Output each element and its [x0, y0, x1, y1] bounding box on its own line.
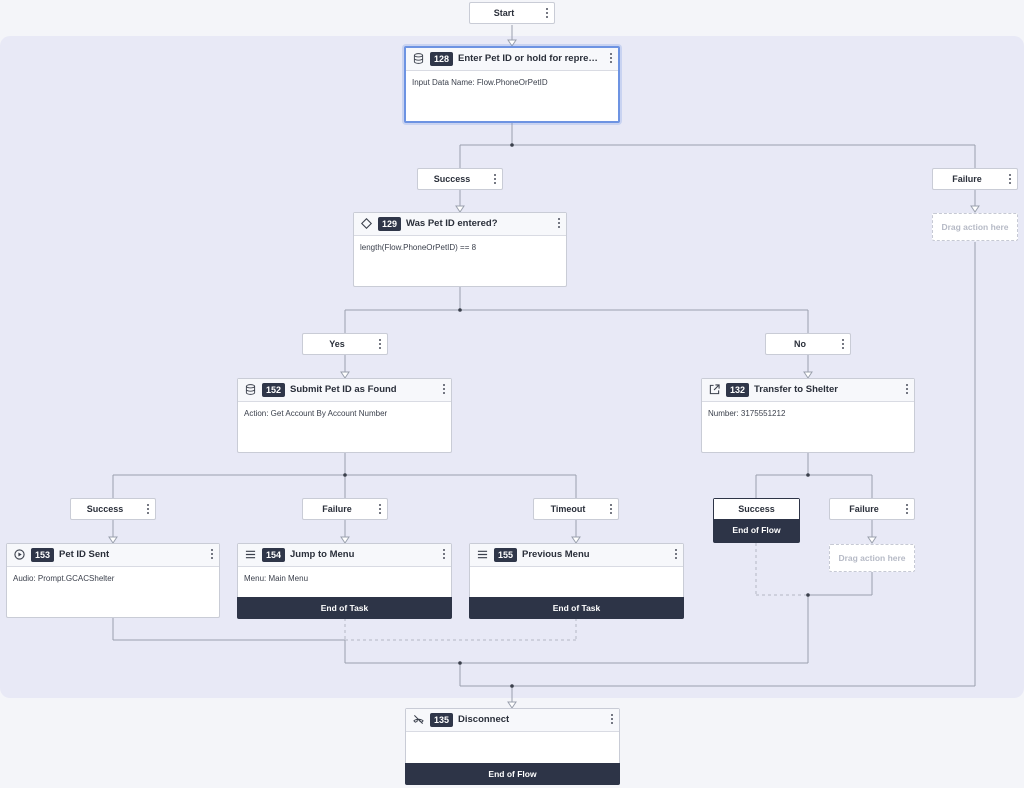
branch-label: Failure: [952, 174, 982, 184]
branch-pill-yes[interactable]: Yes: [302, 333, 388, 355]
kebab-menu-icon[interactable]: [674, 548, 678, 560]
action-number-badge: 128: [430, 52, 454, 66]
action-detail: length(Flow.PhoneOrPetID) == 8: [360, 243, 477, 252]
branch-label: No: [794, 339, 806, 349]
action-title: Was Pet ID entered?: [406, 218, 498, 229]
branch-label: Success: [433, 174, 471, 184]
kebab-menu-icon[interactable]: [609, 503, 613, 515]
branch-label: Failure: [322, 504, 352, 514]
branch-pill-failure[interactable]: Failure: [302, 498, 388, 520]
branch-pill-failure[interactable]: Failure: [932, 168, 1018, 190]
branch-pill-success[interactable]: Success: [70, 498, 156, 520]
action-title: Disconnect: [458, 714, 510, 725]
kebab-menu-icon[interactable]: [557, 217, 561, 229]
start-node[interactable]: Start: [469, 2, 555, 24]
branch-pill-timeout[interactable]: Timeout: [533, 498, 619, 520]
end-of-flow-footer: End of Flow: [405, 763, 620, 785]
action-detail: Number: 3175551212: [708, 409, 786, 418]
kebab-menu-icon[interactable]: [610, 713, 614, 725]
kebab-menu-icon[interactable]: [442, 383, 446, 395]
end-of-task-footer: End of Task: [237, 597, 452, 619]
action-detail: Audio: Prompt.GCACShelter: [13, 574, 115, 583]
disconnect-icon: [413, 715, 424, 724]
kebab-menu-icon[interactable]: [493, 173, 497, 185]
branch-label: Success: [714, 499, 799, 519]
action-card-128[interactable]: 128 Enter Pet ID or hold for representat…: [404, 46, 620, 123]
kebab-menu-icon[interactable]: [609, 52, 613, 64]
action-card-132[interactable]: 132 Transfer to Shelter Number: 31755512…: [701, 378, 915, 453]
action-number-badge: 135: [430, 713, 454, 727]
kebab-menu-icon[interactable]: [905, 383, 909, 395]
action-title: Transfer to Shelter: [754, 384, 838, 395]
kebab-menu-icon[interactable]: [442, 548, 446, 560]
kebab-menu-icon[interactable]: [146, 503, 150, 515]
action-title: Previous Menu: [522, 549, 590, 560]
database-icon: [245, 384, 256, 395]
branch-pill-success[interactable]: Success: [417, 168, 503, 190]
start-label: Start: [493, 8, 515, 18]
branch-label: Success: [86, 504, 124, 514]
action-title: Pet ID Sent: [59, 549, 110, 560]
branch-pill-no[interactable]: No: [765, 333, 851, 355]
action-detail: Menu: Main Menu: [244, 574, 309, 583]
drag-action-placeholder[interactable]: Drag action here: [932, 213, 1018, 241]
kebab-menu-icon[interactable]: [378, 338, 382, 350]
action-title: Enter Pet ID or hold for representative: [458, 53, 600, 64]
end-of-flow-label: End of Flow: [732, 525, 781, 535]
action-number-badge: 155: [494, 548, 518, 562]
kebab-menu-icon[interactable]: [1008, 173, 1012, 185]
drag-action-placeholder[interactable]: Drag action here: [829, 544, 915, 572]
action-title: Submit Pet ID as Found: [290, 384, 397, 395]
action-number-badge: 129: [378, 217, 402, 231]
end-of-task-footer: End of Task: [469, 597, 684, 619]
kebab-menu-icon[interactable]: [545, 7, 549, 19]
branch-label: Yes: [329, 339, 345, 349]
action-card-152[interactable]: 152 Submit Pet ID as Found Action: Get A…: [237, 378, 452, 453]
decision-diamond-icon: [361, 218, 372, 229]
kebab-menu-icon[interactable]: [210, 548, 214, 560]
action-card-154[interactable]: 154 Jump to Menu Menu: Main Menu End of …: [237, 543, 452, 619]
menu-lines-icon: [477, 550, 488, 559]
external-transfer-icon: [709, 384, 720, 395]
kebab-menu-icon[interactable]: [841, 338, 845, 350]
action-number-badge: 132: [726, 383, 750, 397]
action-detail: [406, 732, 619, 746]
decision-card-129[interactable]: 129 Was Pet ID entered? length(Flow.Phon…: [353, 212, 567, 287]
action-card-135[interactable]: 135 Disconnect End of Flow: [405, 708, 620, 785]
action-detail: [470, 567, 683, 581]
action-card-155[interactable]: 155 Previous Menu End of Task: [469, 543, 684, 619]
action-card-153[interactable]: 153 Pet ID Sent Audio: Prompt.GCACShelte…: [6, 543, 220, 618]
action-title: Jump to Menu: [290, 549, 355, 560]
action-number-badge: 154: [262, 548, 286, 562]
branch-pill-failure[interactable]: Failure: [829, 498, 915, 520]
action-number-badge: 152: [262, 383, 286, 397]
kebab-menu-icon[interactable]: [905, 503, 909, 515]
menu-lines-icon: [245, 550, 256, 559]
play-icon: [14, 549, 25, 560]
database-icon: [413, 53, 424, 64]
action-number-badge: 153: [31, 548, 55, 562]
branch-label: Failure: [849, 504, 879, 514]
branch-success-end-of-flow[interactable]: Success End of Flow: [713, 498, 800, 543]
action-detail: Action: Get Account By Account Number: [244, 409, 388, 418]
kebab-menu-icon[interactable]: [378, 503, 382, 515]
branch-label: Timeout: [550, 504, 586, 514]
action-detail: Input Data Name: Flow.PhoneOrPetID: [412, 78, 548, 87]
